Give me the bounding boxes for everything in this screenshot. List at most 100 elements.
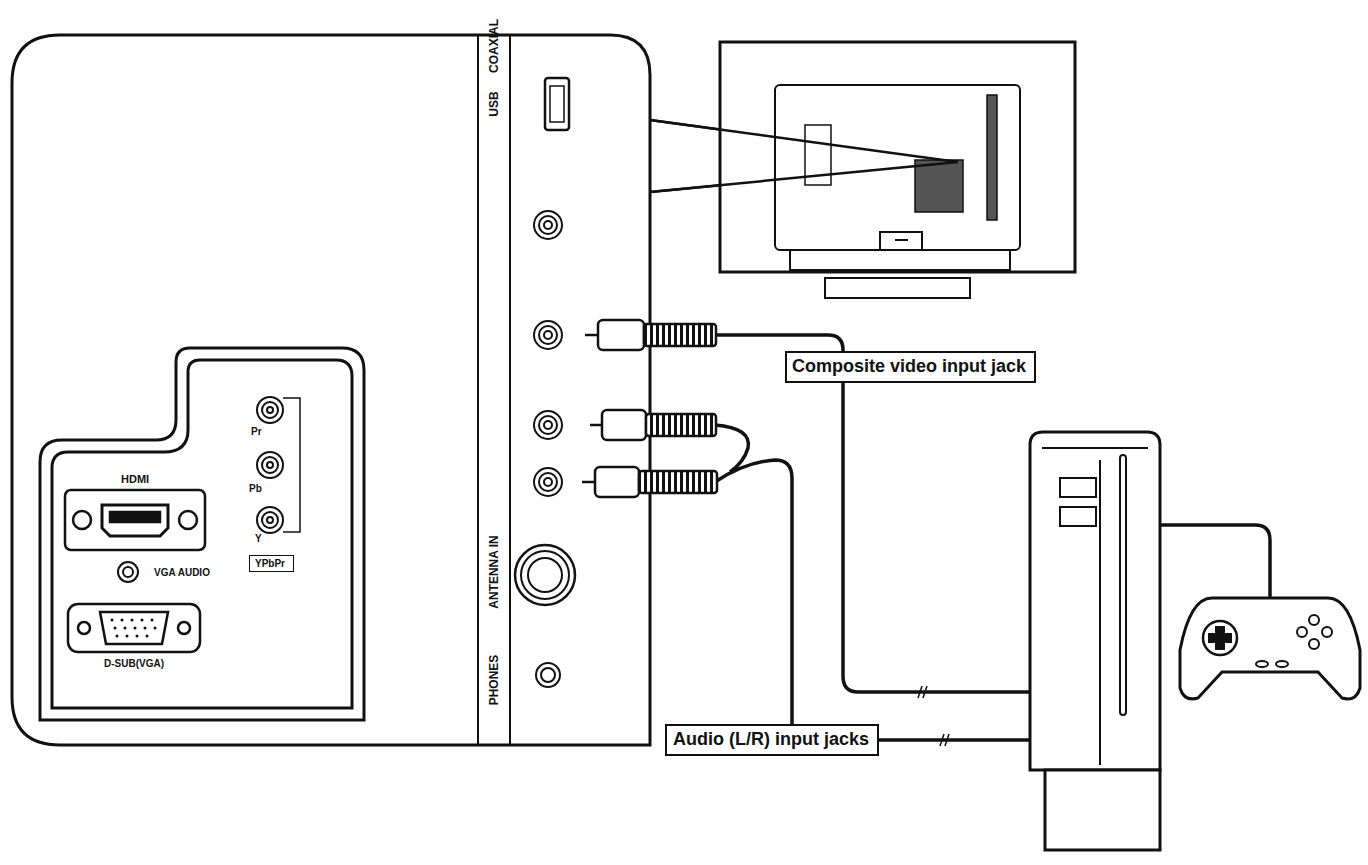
component-jacks-part — [257, 507, 283, 533]
component-jacks-part — [267, 517, 273, 523]
component-jacks-part — [267, 462, 273, 468]
port-label: HDMI — [121, 474, 149, 485]
callout-box: Composite video input jack — [785, 351, 1036, 383]
rca-plugs-part — [639, 471, 717, 493]
rca-plugs — [582, 320, 717, 497]
component-jacks — [257, 397, 300, 533]
null-part-part — [136, 635, 139, 638]
d-sub-port-part — [68, 604, 200, 652]
side-jacks-part — [534, 211, 562, 239]
side-jacks-part — [539, 216, 557, 234]
null-part-part — [124, 627, 127, 630]
tv-illustration-part — [987, 95, 997, 220]
side-jacks-part — [545, 78, 569, 130]
game-controller-part — [1256, 661, 1268, 667]
component-jacks-part — [257, 452, 283, 478]
tv-illustration-part — [650, 120, 958, 162]
tv-back-panel — [12, 35, 650, 745]
game-controller-part — [1276, 661, 1288, 667]
tv-back-panel-part — [509, 36, 511, 744]
game-console-part — [1120, 455, 1126, 715]
cables-part — [1160, 525, 1270, 600]
hdmi-port-part — [110, 512, 160, 522]
input-sub-panel-part — [40, 348, 364, 720]
game-console-part — [1045, 770, 1160, 850]
null-part-part — [146, 635, 149, 638]
null-part-part — [154, 627, 157, 630]
side-jacks-part — [544, 478, 552, 486]
null-part-part — [116, 635, 119, 638]
hdmi-port-part — [73, 511, 91, 529]
hdmi-port — [65, 490, 205, 550]
side-jacks-part — [515, 545, 575, 605]
game-controller-part — [1309, 639, 1319, 649]
game-console-part — [1060, 507, 1096, 526]
rca-plugs-part — [646, 414, 716, 436]
game-console-part — [1099, 460, 1101, 765]
signal-name: Y — [255, 534, 262, 544]
hdmi-port-part — [179, 511, 197, 529]
game-controller-part — [1309, 615, 1319, 625]
signal-name: Pb — [249, 484, 262, 494]
port-label: PHONES — [488, 655, 500, 706]
game-controller-part — [1203, 621, 1237, 655]
vga-audio-jack-part — [118, 562, 138, 582]
port-label: COAXIAL — [488, 19, 500, 73]
component-jacks-part — [267, 407, 273, 413]
vga-audio-jack — [118, 562, 138, 582]
cables-part — [715, 460, 1055, 740]
d-sub-port-part — [100, 612, 168, 644]
side-jacks-part — [536, 663, 560, 687]
side-jacks-part — [534, 468, 562, 496]
null-part-part — [144, 627, 147, 630]
component-jacks-part — [257, 397, 283, 423]
side-jacks-part — [544, 221, 552, 229]
port-label: USB — [488, 91, 500, 116]
tv-back-panel-part — [477, 36, 479, 744]
tv-illustration-part — [915, 160, 963, 212]
game-console-part — [1042, 447, 1148, 449]
side-jacks — [515, 78, 575, 687]
callout-text: YPbPr — [255, 558, 288, 569]
rca-plugs-part — [595, 467, 639, 497]
port-label: VGA AUDIO — [154, 568, 210, 578]
hdmi-port-part — [65, 490, 205, 550]
d-sub-port — [68, 604, 200, 652]
component-jacks-part — [283, 398, 300, 532]
null-part-part — [134, 627, 137, 630]
null-part-part — [131, 619, 134, 622]
signal-name: Pr — [251, 427, 262, 437]
null-part-part — [151, 619, 154, 622]
rca-plugs-part — [644, 324, 716, 346]
side-jacks-part — [539, 473, 557, 491]
game-controller-part — [1208, 626, 1232, 650]
d-sub-port-part — [78, 622, 90, 634]
game-console — [1030, 432, 1160, 850]
tv-illustration-part — [650, 162, 958, 192]
side-jacks-part — [539, 416, 557, 434]
null-part-part — [141, 619, 144, 622]
null-part — [111, 619, 157, 638]
null-part-part — [121, 619, 124, 622]
callout-box: Audio (L/R) input jacks — [665, 724, 879, 756]
tv-illustration-part — [895, 239, 908, 241]
side-jacks-part — [528, 558, 562, 592]
game-controller-part — [1322, 627, 1332, 637]
side-jacks-part — [550, 86, 564, 122]
cables-part — [715, 425, 748, 472]
rca-plugs-part — [598, 320, 644, 350]
d-sub-port-part — [178, 622, 190, 634]
side-jacks-part — [544, 421, 552, 429]
game-console-part — [1030, 432, 1160, 770]
component-jacks-part — [262, 457, 278, 473]
game-controller-part — [1180, 598, 1360, 699]
tv-illustration-part — [790, 250, 1010, 270]
port-label: ANTENNA IN — [488, 535, 500, 609]
hdmi-port-part — [102, 505, 168, 536]
callout-text: Audio (L/R) input jacks — [673, 730, 871, 750]
tv-illustration-part — [825, 278, 970, 298]
game-controller-part — [1297, 627, 1307, 637]
cable-break-marks-part — [940, 734, 949, 746]
side-jacks-part — [544, 331, 552, 339]
cables-part — [715, 335, 1055, 692]
